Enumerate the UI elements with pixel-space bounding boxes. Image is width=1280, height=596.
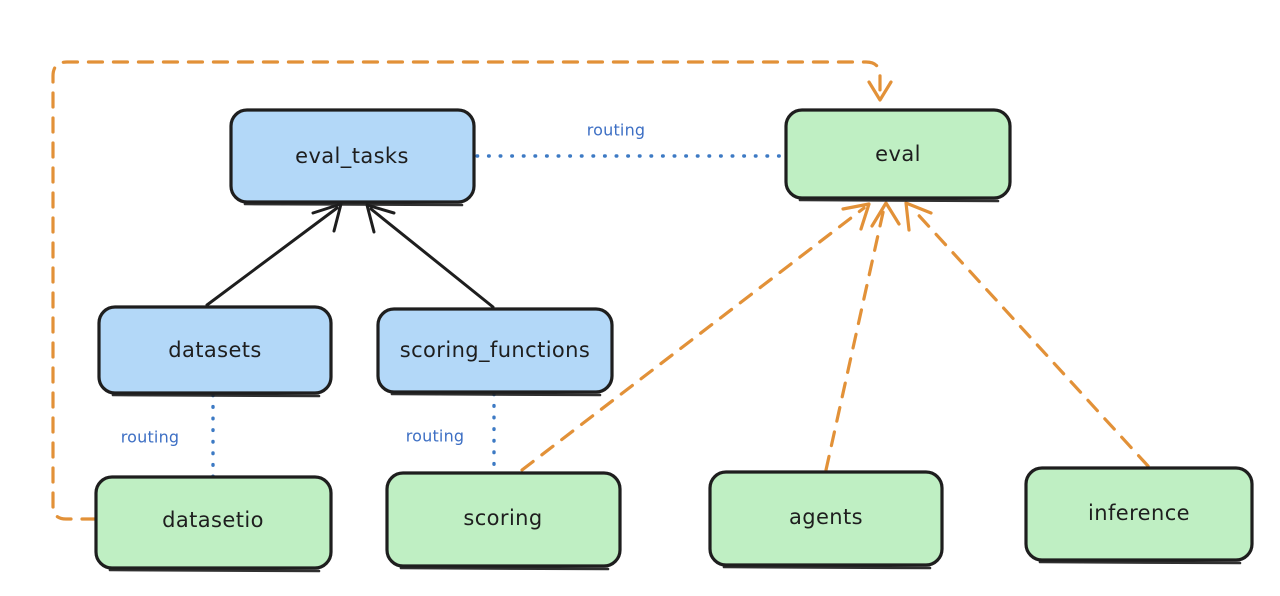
node-inference[interactable]: inference: [1024, 466, 1254, 565]
node-eval[interactable]: eval: [784, 108, 1012, 203]
node-datasets[interactable]: datasets: [97, 305, 333, 398]
edge-scoring-eval-arrowhead: [841, 202, 871, 231]
edge-agents-eval: [824, 201, 901, 472]
composition-edges: [205, 202, 495, 309]
node-inference-label: inference: [1088, 501, 1190, 525]
node-eval-shadow: [798, 198, 1000, 203]
edge-datasetio-eval: [51, 60, 893, 521]
edge-label-routing-scoring-functions: routing: [406, 427, 465, 446]
edge-labels: routing routing routing: [121, 121, 646, 447]
node-eval-label: eval: [875, 142, 921, 166]
edge-scoring-functions-eval-tasks-path: [369, 207, 495, 309]
node-scoring-box[interactable]: [385, 471, 622, 568]
edge-label-routing-datasets: routing: [121, 428, 180, 447]
edge-agents-eval-path: [824, 206, 886, 472]
dependency-edges: [51, 60, 1150, 521]
node-scoring-functions-box[interactable]: [376, 307, 614, 394]
node-datasets-shadow: [111, 393, 321, 398]
edge-datasets-eval-tasks: [205, 202, 343, 307]
node-scoring-functions-shadow: [390, 392, 602, 397]
edge-scoring-functions-eval-tasks: [365, 203, 495, 309]
edge-datasetio-eval-path: [51, 60, 882, 521]
node-datasetio-label: datasetio: [162, 508, 264, 532]
edge-inference-eval-path: [910, 206, 1150, 468]
edge-agents-eval-arrowhead: [870, 201, 901, 228]
edge-datasets-eval-tasks-path: [205, 206, 339, 307]
edge-label-routing-eval-tasks: routing: [587, 121, 646, 140]
node-scoring-shadow: [399, 566, 610, 571]
node-datasetio-shadow: [108, 568, 321, 573]
node-eval-tasks-label: eval_tasks: [295, 144, 409, 169]
node-agents-label: agents: [789, 505, 863, 529]
node-scoring-functions-label: scoring_functions: [400, 338, 590, 363]
node-scoring-functions[interactable]: scoring_functions: [376, 307, 614, 397]
node-agents-box[interactable]: [708, 470, 944, 567]
routing-edges: [211, 154, 789, 480]
node-eval-tasks[interactable]: eval_tasks: [229, 108, 476, 207]
node-datasetio-box[interactable]: [94, 475, 333, 570]
node-agents[interactable]: agents: [708, 470, 944, 570]
edge-inference-eval-arrowhead: [904, 201, 933, 232]
node-inference-shadow: [1038, 560, 1242, 565]
node-scoring[interactable]: scoring: [385, 471, 622, 571]
node-datasetio[interactable]: datasetio: [94, 475, 333, 573]
node-scoring-label: scoring: [463, 506, 542, 530]
node-eval-tasks-shadow: [243, 202, 464, 207]
node-eval-box[interactable]: [784, 108, 1012, 200]
node-agents-shadow: [722, 565, 932, 570]
node-eval-tasks-box[interactable]: [229, 108, 476, 204]
edge-inference-eval: [904, 201, 1150, 468]
node-inference-box[interactable]: [1024, 466, 1254, 562]
edge-datasetio-eval-arrowhead: [867, 80, 893, 102]
nodes: eval_tasks eval datasets scoring_functio…: [94, 108, 1254, 573]
edge-scoring-eval-path: [520, 206, 866, 472]
node-datasets-label: datasets: [168, 338, 262, 362]
edge-scoring-eval: [520, 202, 871, 472]
node-datasets-box[interactable]: [97, 305, 333, 395]
